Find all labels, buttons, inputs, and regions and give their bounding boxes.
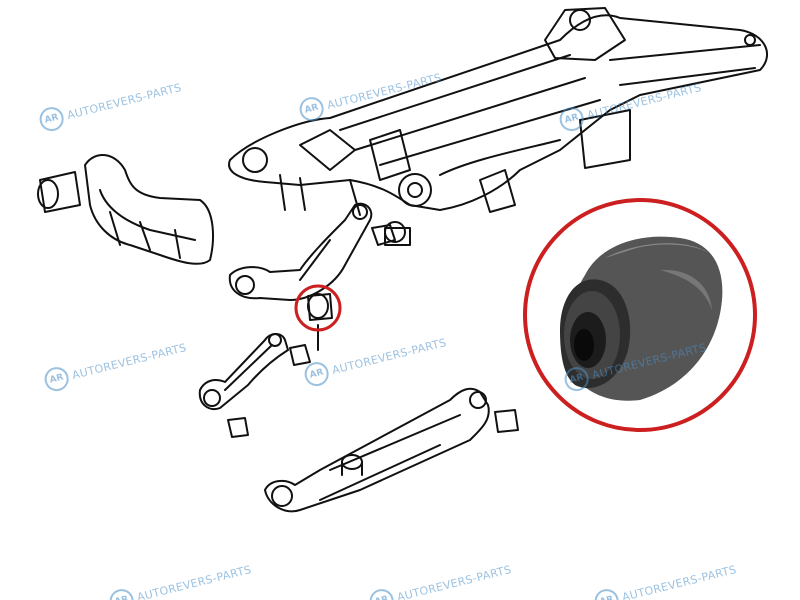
bushing-highlight-small [294,284,342,332]
silent-block-bushing [560,236,723,401]
upper-control-arm [228,202,396,351]
bushing-highlight-large [523,198,757,432]
trailing-arm [37,154,214,265]
lateral-link [198,333,311,438]
lower-control-arm [264,387,519,513]
rear-subframe [228,7,769,246]
